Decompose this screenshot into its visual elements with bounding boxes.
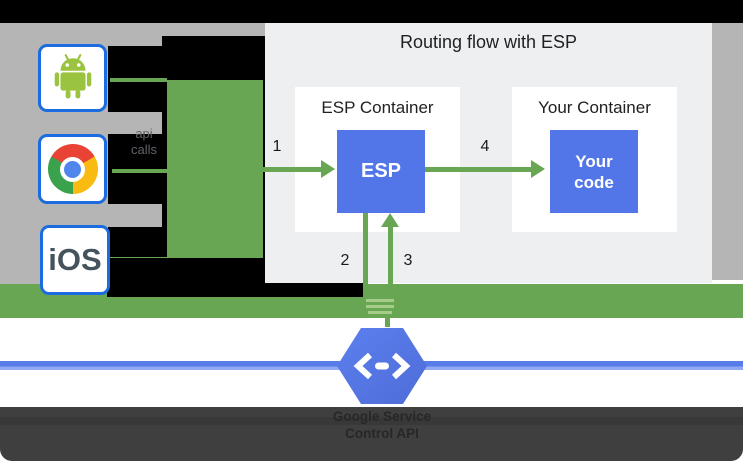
footer-stripe	[0, 417, 743, 425]
right-gray-strip	[712, 23, 743, 280]
step-1-number: 1	[272, 138, 282, 155]
your-code-label: Your code	[574, 151, 614, 192]
flow-3-line	[388, 226, 393, 303]
api-calls-line1: api	[135, 126, 153, 141]
arrow-4-line	[425, 167, 532, 172]
arrow-1-head	[321, 160, 335, 178]
footer-dark-band: Google Service Control API	[0, 407, 743, 461]
routing-panel: Routing flow with ESP ESP Container Your…	[263, 23, 712, 283]
step-3-number: 3	[403, 252, 413, 269]
ios-client-box: iOS	[40, 225, 110, 295]
arrow-4-head	[531, 160, 545, 178]
chrome-connector-line	[112, 169, 167, 173]
flow-3-arrow-head	[381, 213, 399, 227]
footer-service-label: Google Service Control API	[262, 408, 502, 442]
chrome-icon-hub	[60, 156, 85, 182]
your-container-label: Your Container	[538, 98, 651, 117]
footer-line1: Google Service	[332, 409, 432, 424]
esp-box: ESP	[337, 130, 425, 213]
chrome-icon	[47, 144, 98, 194]
your-code-box: Your code	[550, 130, 638, 213]
band-to-hexagon-stub	[385, 318, 390, 327]
footer-line2: Control API	[345, 426, 419, 441]
cloud-endpoints-hexagon-icon	[337, 328, 427, 404]
arrow-1-line	[263, 167, 322, 172]
top-black-band	[0, 0, 743, 23]
api-calls-line2: calls	[130, 142, 157, 157]
esp-box-label: ESP	[360, 160, 402, 182]
ios-label: iOS	[48, 242, 102, 277]
android-client-box	[38, 44, 107, 112]
band-dash-2	[366, 305, 394, 308]
chrome-client-box	[38, 134, 107, 204]
band-dash-3	[368, 311, 392, 314]
band-dash-1	[366, 299, 394, 302]
esp-container-label: ESP Container	[321, 98, 434, 117]
step-2-number: 2	[340, 252, 350, 269]
android-connector-line	[110, 78, 167, 82]
green-ingress-block	[167, 80, 263, 258]
step-4-number: 4	[480, 138, 490, 155]
flow-2-line	[363, 213, 368, 303]
api-calls-label: api calls	[118, 126, 170, 160]
android-icon	[52, 53, 94, 104]
panel-title: Routing flow with ESP	[399, 32, 578, 52]
